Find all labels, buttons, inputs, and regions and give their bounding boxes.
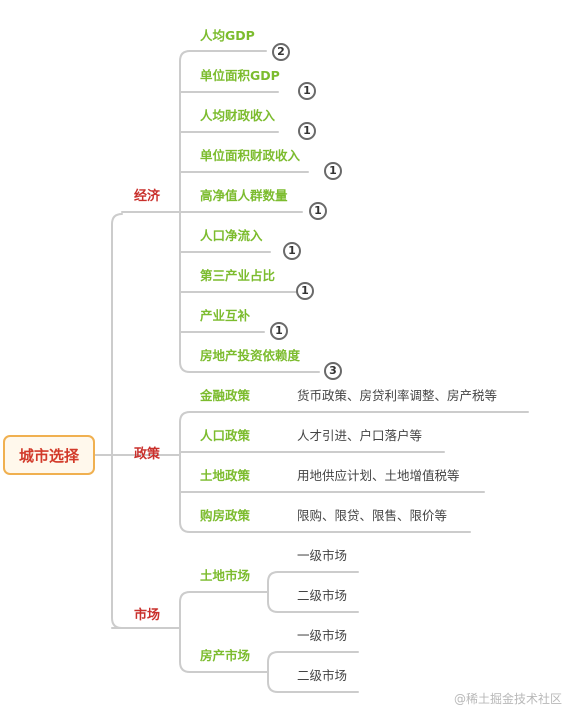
root-node[interactable]: 城市选择 [3,435,95,475]
market-node[interactable]: 市场 [134,608,161,623]
count-badge: 1 [283,242,301,260]
count-badge: 1 [309,202,327,220]
market-item[interactable]: 土地市场 [200,568,251,583]
market-item[interactable]: 房产市场 [200,648,251,663]
policy-item[interactable]: 土地政策 [200,468,251,483]
policy-item[interactable]: 人口政策 [200,428,251,443]
economy-item[interactable]: 单位面积GDP [200,68,280,83]
market-subitem[interactable]: 一级市场 [297,628,348,643]
economy-item[interactable]: 产业互补 [200,308,251,323]
policy-detail: 货币政策、房贷利率调整、房产税等 [297,388,498,403]
count-badge: 1 [296,282,314,300]
economy-item[interactable]: 第三产业占比 [200,268,276,283]
count-badge: 1 [270,322,288,340]
economy-item[interactable]: 人口净流入 [200,228,263,243]
watermark: @稀土掘金技术社区 [453,692,562,706]
policy-detail: 用地供应计划、土地增值税等 [297,468,460,483]
count-badge: 1 [298,82,316,100]
economy-item[interactable]: 人均财政收入 [200,108,276,123]
economy-item[interactable]: 高净值人群数量 [200,188,288,203]
policy-detail: 限购、限贷、限售、限价等 [297,508,448,523]
policy-detail: 人才引进、户口落户等 [297,428,423,443]
policy-node[interactable]: 政策 [134,447,161,462]
economy-item[interactable]: 人均GDP [200,28,255,43]
economy-item[interactable]: 单位面积财政收入 [200,148,301,163]
economy-item[interactable]: 房地产投资依赖度 [200,348,301,363]
policy-item[interactable]: 购房政策 [200,508,251,523]
economy-node[interactable]: 经济 [134,189,161,204]
count-badge: 1 [324,162,342,180]
market-subitem[interactable]: 一级市场 [297,548,348,563]
policy-item[interactable]: 金融政策 [200,388,251,403]
market-subitem[interactable]: 二级市场 [297,588,348,603]
count-badge: 1 [298,122,316,140]
market-subitem[interactable]: 二级市场 [297,668,348,683]
count-badge: 2 [272,43,290,61]
count-badge: 3 [324,362,342,380]
